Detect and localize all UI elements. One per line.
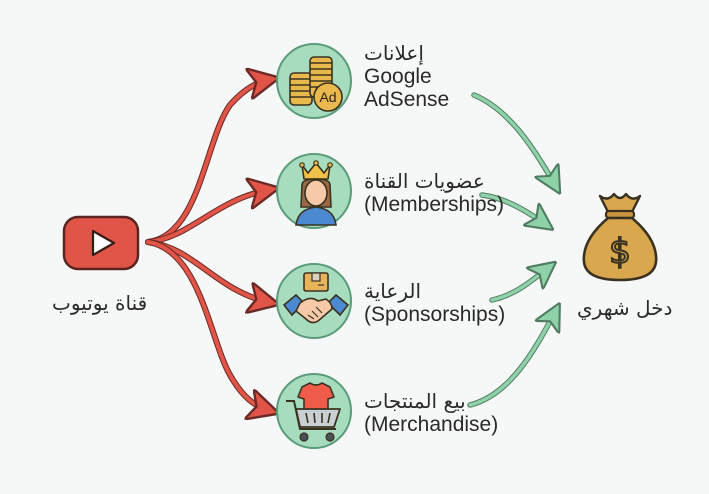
handshake-box-icon [282, 272, 350, 324]
label-arabic: الرعاية [364, 279, 422, 303]
arrow-from-merchandise [468, 312, 555, 407]
svg-text:Ad: Ad [319, 89, 336, 105]
arrow-from-adsense [472, 93, 555, 185]
arrow-from-sponsorships [490, 268, 548, 302]
label-english: (Memberships) [364, 193, 505, 216]
source-label: قناة يوتيوب [52, 291, 148, 315]
node-circle: Ad [276, 43, 352, 119]
node-circle [276, 373, 352, 449]
coins-ad-icon: Ad [289, 56, 343, 112]
youtube-play-icon [62, 215, 140, 271]
svg-text:$: $ [609, 232, 631, 272]
outgoing-arrows [145, 80, 271, 413]
money-bag-dollar-icon: $ [582, 192, 658, 282]
label-arabic: بيع المنتجات [364, 389, 466, 413]
shopping-cart-shirt-icon [286, 382, 341, 442]
crowned-member-icon [295, 160, 337, 226]
label-english: AdSense [364, 88, 450, 111]
label-arabic: عضويات القناة [364, 169, 485, 193]
label-english: (Merchandise) [364, 413, 499, 436]
node-circle [276, 153, 352, 229]
node-label: الرعاية (Sponsorships) [364, 279, 506, 327]
arrow-from-memberships [480, 193, 545, 224]
label-english: Google [364, 65, 432, 88]
label-english: (Sponsorships) [364, 303, 506, 326]
node-label: إعلانات Google AdSense [364, 41, 450, 112]
label-arabic: إعلانات [364, 41, 424, 65]
node-label: بيع المنتجات (Merchandise) [364, 389, 499, 437]
incoming-arrows [467, 92, 555, 408]
arrow-to-merchandise [145, 239, 271, 413]
target-label: دخل شهري [577, 296, 673, 320]
node-circle [276, 263, 352, 339]
node-label: عضويات القناة (Memberships) [364, 169, 505, 217]
